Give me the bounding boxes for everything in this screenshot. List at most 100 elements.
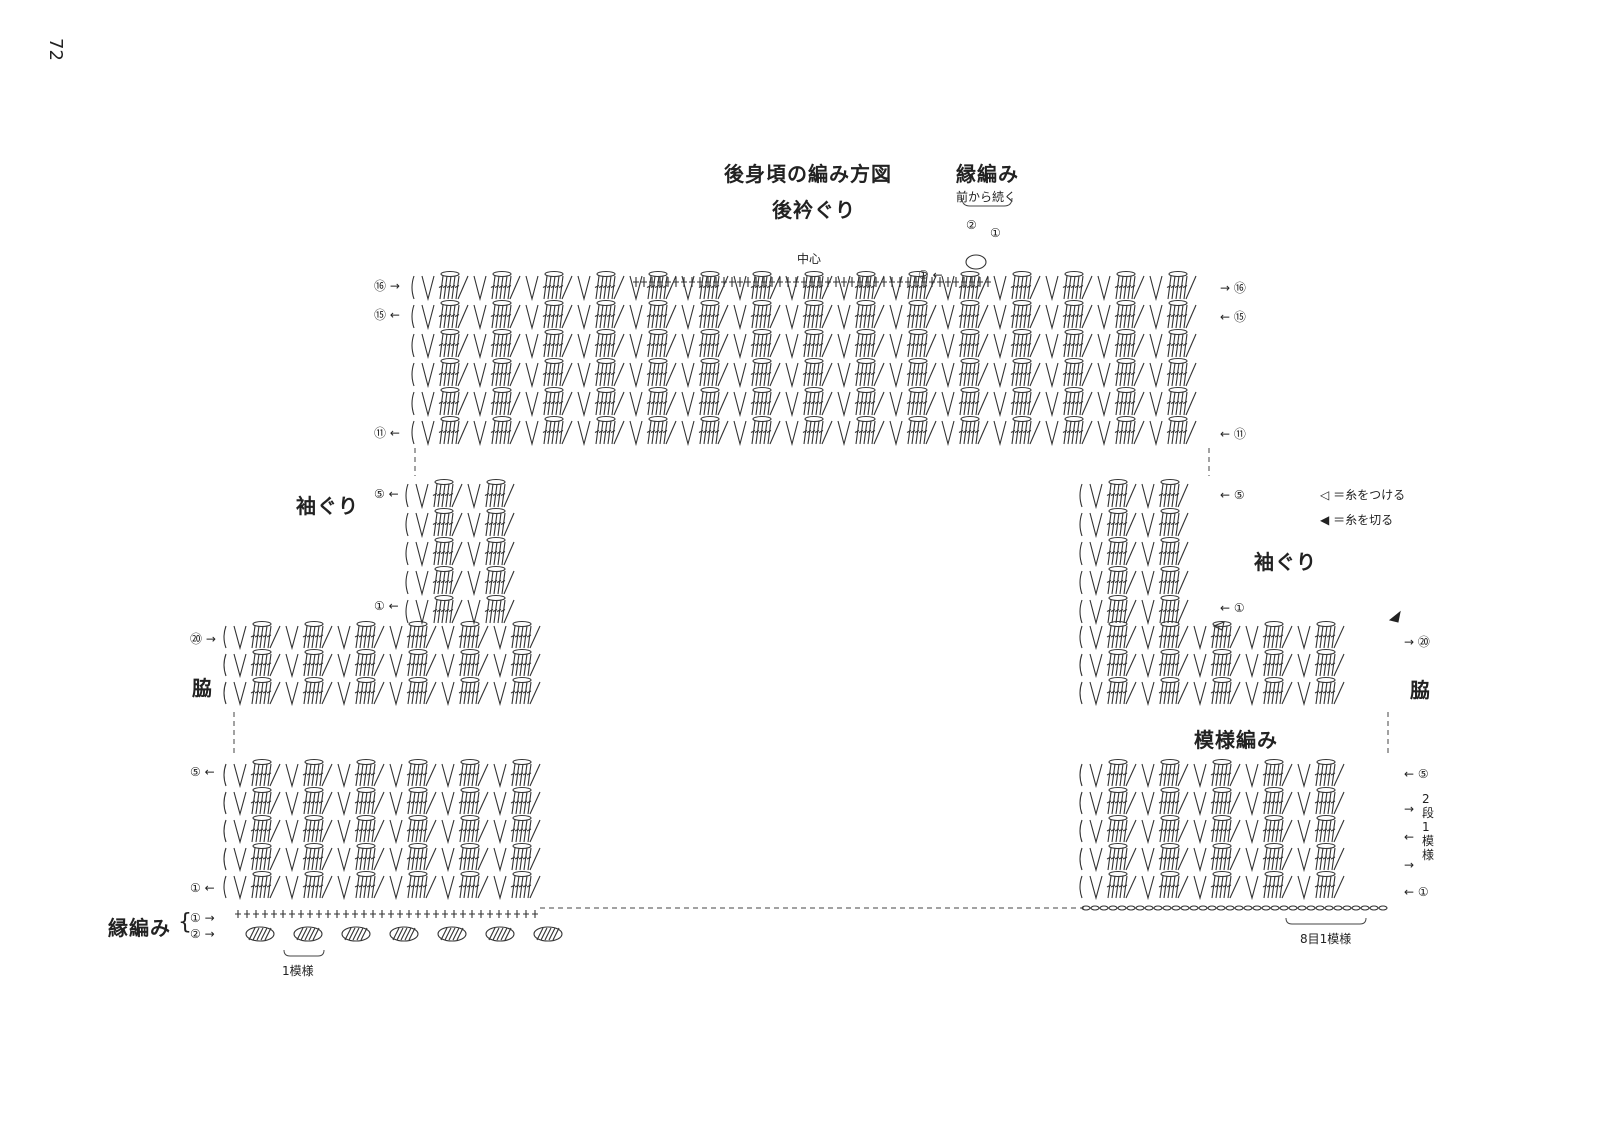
body-top-row-chain [804, 357, 824, 365]
body-top-row-turning-chain [411, 391, 415, 416]
armhole-right-row-treble [1170, 599, 1176, 624]
side-left-lower-row-treble [302, 819, 308, 843]
side-left-upper-row-v-stitch [337, 653, 351, 679]
armhole-left-row-turning-chain [405, 570, 409, 595]
armhole-right-row-treble [1110, 483, 1116, 508]
body-top-row-treble [598, 333, 604, 358]
border-sc-stitch [451, 910, 457, 918]
side-left-lower-row-treble [510, 875, 516, 899]
body-top-row-treble [762, 391, 768, 416]
body-top-row-treble [1062, 333, 1068, 358]
body-top-row-chain [1064, 357, 1084, 365]
body-top-row-treble [714, 275, 720, 300]
armhole-left-row-v-stitch [467, 541, 481, 568]
side-right-upper-row-treble [1274, 625, 1280, 649]
neck-sc-stitch [641, 277, 647, 287]
side-right-lower-row-treble [1106, 763, 1112, 787]
side-left-lower-row-treble [522, 875, 528, 899]
side-right-upper-row-v-stitch [1193, 681, 1207, 707]
neck-sc-stitch [841, 277, 847, 287]
side-right-lower-row-treble [1162, 763, 1168, 787]
armhole-right-row-v-stitch [1089, 483, 1103, 510]
foundation-chain-stitch [1306, 905, 1316, 911]
side-right-upper-row-chain [1212, 648, 1232, 656]
armhole-left-row-treble [432, 541, 438, 566]
side-right-lower-row-treble [1162, 875, 1168, 899]
side-right-lower-row-connector [1125, 875, 1137, 899]
body-top-row-treble [662, 304, 668, 329]
body-top-row-v-stitch [525, 362, 539, 389]
body-top-row-connector [561, 420, 573, 445]
body-top-row-v-stitch [421, 391, 435, 418]
side-left-upper-row-chain [356, 648, 376, 656]
side-right-upper-row-treble [1114, 625, 1120, 649]
body-top-row-treble [1122, 275, 1128, 300]
foundation-chain-stitch [1153, 905, 1163, 911]
body-top-row-treble [1010, 333, 1016, 358]
side-right-lower-row-treble [1326, 819, 1332, 843]
body-top-row-v-stitch [941, 333, 955, 360]
side-left-lower-row-treble [514, 791, 520, 815]
body-top-row-treble [650, 420, 656, 445]
body-top-row-treble [714, 362, 720, 387]
body-top-row-connector [665, 391, 677, 416]
body-top-row-chain [908, 357, 928, 365]
side-right-upper-row-chain [1316, 620, 1336, 628]
side-left-lower-row-treble [458, 847, 464, 871]
body-top-row-treble [1018, 362, 1024, 387]
body-top-row-treble [858, 275, 864, 300]
side-right-lower-row-treble [1170, 819, 1176, 843]
body-top-row-treble [818, 362, 824, 387]
body-top-row-treble [1074, 362, 1080, 387]
body-top-row-treble [958, 304, 964, 329]
cut-thread-icon: ◀ [1320, 513, 1330, 527]
side-right-lower-row-connector [1229, 847, 1241, 871]
body-top-row-v-stitch [473, 420, 487, 447]
armhole-left-row-chain [434, 478, 454, 486]
armhole-right-row-connector [1177, 599, 1189, 624]
side-right-lower-row-chain [1108, 814, 1128, 822]
armhole-left-row-treble [492, 512, 498, 537]
body-top-row-connector [821, 420, 833, 445]
side-left-lower-row-connector [269, 791, 281, 815]
body-top-row-treble [1010, 304, 1016, 329]
side-right-lower-row-chain [1160, 814, 1180, 822]
body-top-row-treble [1118, 333, 1124, 358]
border-sc-stitch [298, 910, 304, 918]
body-top-row-v-stitch [681, 362, 695, 389]
side-right-upper-row-connector [1229, 625, 1241, 649]
body-top-row-chain [596, 386, 616, 394]
border-sc-stitch [271, 910, 277, 918]
side-left-upper-row-treble [314, 653, 320, 677]
side-right-upper-row-treble [1210, 653, 1216, 677]
side-right-lower-row-treble [1274, 875, 1280, 899]
body-top-row-treble [498, 362, 504, 387]
side-left-lower-row-treble [262, 819, 268, 843]
body-top-row-treble [974, 275, 980, 300]
armhole-left-row-connector [503, 570, 515, 595]
side-right-lower-row-v-stitch [1141, 791, 1155, 817]
body-top-row-connector [509, 275, 521, 300]
side-left-upper-row-chain [460, 676, 480, 684]
side-left-upper-row-treble [470, 625, 476, 649]
body-top-row-treble [818, 275, 824, 300]
body-top-row-treble [498, 333, 504, 358]
armhole-left-row-treble [440, 570, 446, 595]
side-left-lower-row-treble [510, 819, 516, 843]
side-right-lower-row-v-stitch [1193, 791, 1207, 817]
side-left-upper-row-treble [366, 681, 372, 705]
body-top-row-treble [970, 362, 976, 387]
side-left-lower-row-connector [529, 763, 541, 787]
armhole-right-row-treble [1162, 570, 1168, 595]
body-top-row-connector [1081, 391, 1093, 416]
armhole-left-row-turning-chain [405, 512, 409, 537]
body-top-row-chain [1064, 415, 1084, 423]
foundation-chain-stitch [1360, 905, 1370, 911]
body-top-row-v-stitch [941, 362, 955, 389]
body-top-row-treble [506, 333, 512, 358]
side-right-lower-row-treble [1326, 875, 1332, 899]
side-right-upper-row-v-stitch [1193, 625, 1207, 651]
body-top-row-treble [1182, 333, 1188, 358]
armhole-right-row-connector [1125, 512, 1137, 537]
body-top-row-connector [1081, 333, 1093, 358]
